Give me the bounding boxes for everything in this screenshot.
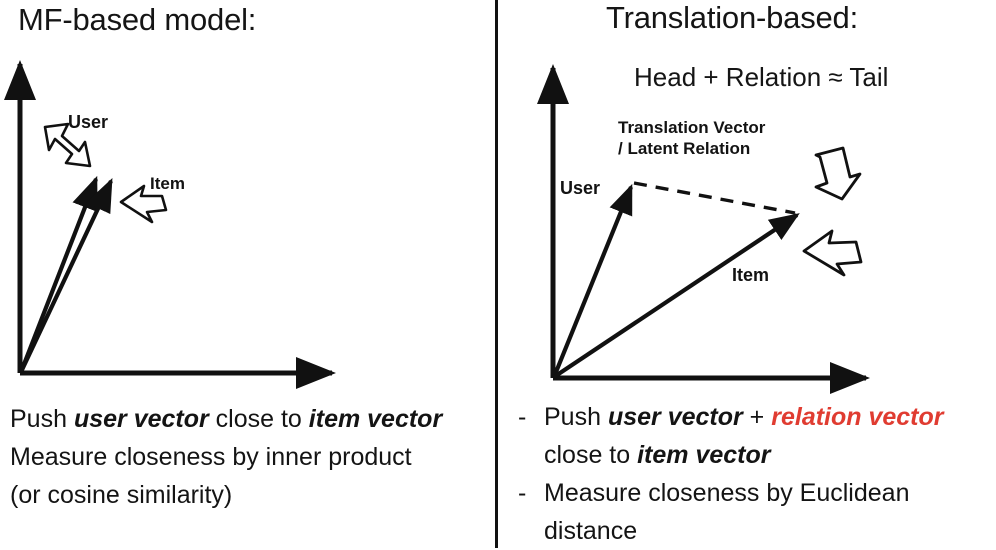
left-user-vector [19, 175, 98, 373]
text-run: Push [544, 403, 608, 431]
right-item-label: Item [732, 265, 770, 285]
text-run-emphasis-red: relation vector [771, 403, 944, 431]
translation-vector-label: Translation Vector / Latent Relation [618, 117, 765, 159]
bullet-text: Measure closeness by Euclidean distance [544, 474, 996, 550]
left-item-label: Item [150, 174, 185, 193]
translation-diagram [536, 63, 871, 394]
text-run-emphasis: user vector [607, 403, 743, 431]
text-run: close to [208, 405, 309, 433]
translation-vector-label-line2: / Latent Relation [618, 139, 751, 158]
translation-vector-label-line1: Translation Vector [618, 118, 766, 137]
panel-divider [495, 0, 498, 548]
right-user-label: User [560, 178, 601, 198]
bullet-dash-marker: - [518, 479, 527, 507]
left-bullet-1: Push user vector close to item vector [10, 400, 490, 438]
bullet-dash-marker: - [518, 403, 527, 431]
text-run: close to [544, 441, 638, 469]
block-arrow-up-left-icon [119, 184, 168, 224]
block-arrow-down-left-icon [814, 146, 862, 201]
left-bullet-list: Push user vector close to item vector Me… [10, 400, 490, 514]
right-user-vector [552, 183, 633, 378]
right-relation-vector-dashed [633, 181, 796, 215]
right-item-vector [552, 213, 800, 379]
left-bullet-3: (or cosine similarity) [10, 481, 233, 509]
text-run: Push [10, 405, 74, 433]
bullet-text: Push user vector + relation vector close… [544, 398, 996, 474]
block-arrow-up-left-icon [802, 229, 863, 277]
bullet-line: Push user vector + relation vector [544, 398, 996, 436]
right-bullet-2: - Measure closeness by Euclidean distanc… [508, 474, 996, 550]
head-relation-tail-formula: Head + Relation ≈ Tail [634, 62, 889, 92]
text-run-emphasis: item vector [308, 405, 443, 433]
bullet-line: Measure closeness by Euclidean [544, 479, 910, 507]
left-panel-title: MF-based model: [18, 2, 257, 37]
text-run: + [742, 403, 772, 431]
right-bullet-list: - Push user vector + relation vector clo… [508, 398, 996, 550]
right-panel: Translation-based: Head + Relation ≈ Tai… [498, 0, 996, 548]
right-bullet-1: - Push user vector + relation vector clo… [508, 398, 996, 474]
block-arrow-down-right-icon [43, 122, 92, 168]
text-run-emphasis: user vector [73, 405, 209, 433]
text-run-emphasis: item vector [637, 441, 771, 469]
left-panel: MF-based model: [0, 0, 495, 548]
left-bullet-2: Measure closeness by inner product [10, 443, 412, 471]
left-user-label: User [68, 112, 109, 132]
bullet-line: close to item vector [544, 436, 996, 474]
left-item-vector [19, 177, 113, 373]
bullet-line: distance [544, 517, 638, 545]
mf-diagram [3, 59, 337, 389]
right-panel-title: Translation-based: [606, 0, 858, 35]
